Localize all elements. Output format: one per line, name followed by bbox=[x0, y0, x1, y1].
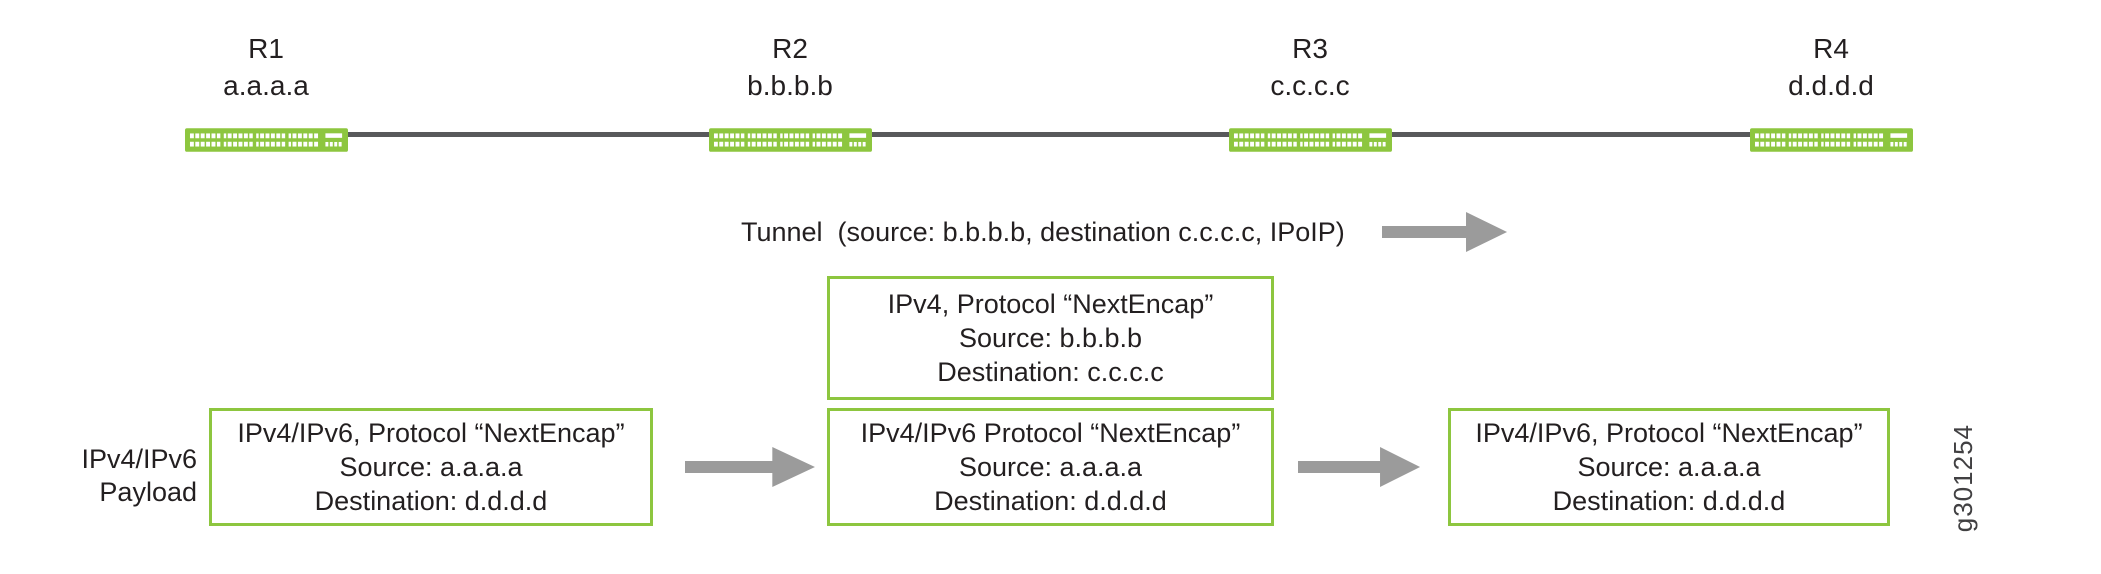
packet-protocol-line: IPv4, Protocol “NextEncap” bbox=[887, 289, 1214, 319]
tunnel-label: Tunnel (source: b.b.b.b, destination c.c… bbox=[741, 217, 1345, 247]
tunnel-arrow-icon bbox=[1382, 210, 1509, 254]
figure-id: g301254 bbox=[1948, 424, 1978, 533]
payload-label-line1: IPv4/IPv6 bbox=[81, 444, 197, 474]
packet-protocol-line: IPv4/IPv6, Protocol “NextEncap” bbox=[1475, 418, 1863, 448]
router-address: d.d.d.d bbox=[1788, 70, 1874, 101]
packet-protocol-line: IPv4/IPv6, Protocol “NextEncap” bbox=[237, 418, 625, 448]
payload-label: IPv4/IPv6 Payload bbox=[30, 443, 197, 509]
packet-destination-line: Destination: c.c.c.c bbox=[937, 357, 1164, 387]
packet-destination-line: Destination: d.d.d.d bbox=[934, 486, 1167, 516]
packet-box-tunnel-header: IPv4, Protocol “NextEncap” Source: b.b.b… bbox=[827, 276, 1274, 400]
router-label-r3: R3 c.c.c.c bbox=[1200, 30, 1420, 104]
router-icon-r4 bbox=[1750, 128, 1913, 152]
payload-label-line2: Payload bbox=[99, 477, 197, 507]
packet-destination-line: Destination: d.d.d.d bbox=[1552, 486, 1786, 516]
packet-source-line: Source: b.b.b.b bbox=[958, 323, 1143, 353]
packet-source-line: Source: a.a.a.a bbox=[1577, 452, 1761, 482]
packet-source-line: Source: a.a.a.a bbox=[339, 452, 523, 482]
router-name: R2 bbox=[772, 33, 808, 64]
packet-destination-line: Destination: d.d.d.d bbox=[314, 486, 548, 516]
router-name: R3 bbox=[1292, 33, 1328, 64]
router-icon-r3 bbox=[1229, 128, 1392, 152]
router-name: R1 bbox=[248, 33, 284, 64]
packet-box-payload-r4: IPv4/IPv6, Protocol “NextEncap” Source: … bbox=[1448, 408, 1890, 526]
router-icon-r1 bbox=[185, 128, 348, 152]
router-label-r1: R1 a.a.a.a bbox=[156, 30, 376, 104]
router-name: R4 bbox=[1813, 33, 1849, 64]
forward-arrow-icon-1 bbox=[685, 445, 817, 489]
packet-box-payload-r2: IPv4/IPv6 Protocol “NextEncap” Source: a… bbox=[827, 408, 1274, 526]
network-link-line bbox=[266, 132, 1832, 137]
router-label-r2: R2 b.b.b.b bbox=[680, 30, 900, 104]
router-icon-r2 bbox=[709, 128, 872, 152]
router-address: a.a.a.a bbox=[223, 70, 309, 101]
router-address: c.c.c.c bbox=[1270, 70, 1350, 101]
packet-box-payload-r1: IPv4/IPv6, Protocol “NextEncap” Source: … bbox=[209, 408, 653, 526]
packet-protocol-line: IPv4/IPv6 Protocol “NextEncap” bbox=[860, 418, 1241, 448]
forward-arrow-icon-2 bbox=[1298, 445, 1422, 489]
router-address: b.b.b.b bbox=[747, 70, 833, 101]
router-label-r4: R4 d.d.d.d bbox=[1721, 30, 1941, 104]
packet-source-line: Source: a.a.a.a bbox=[958, 452, 1143, 482]
